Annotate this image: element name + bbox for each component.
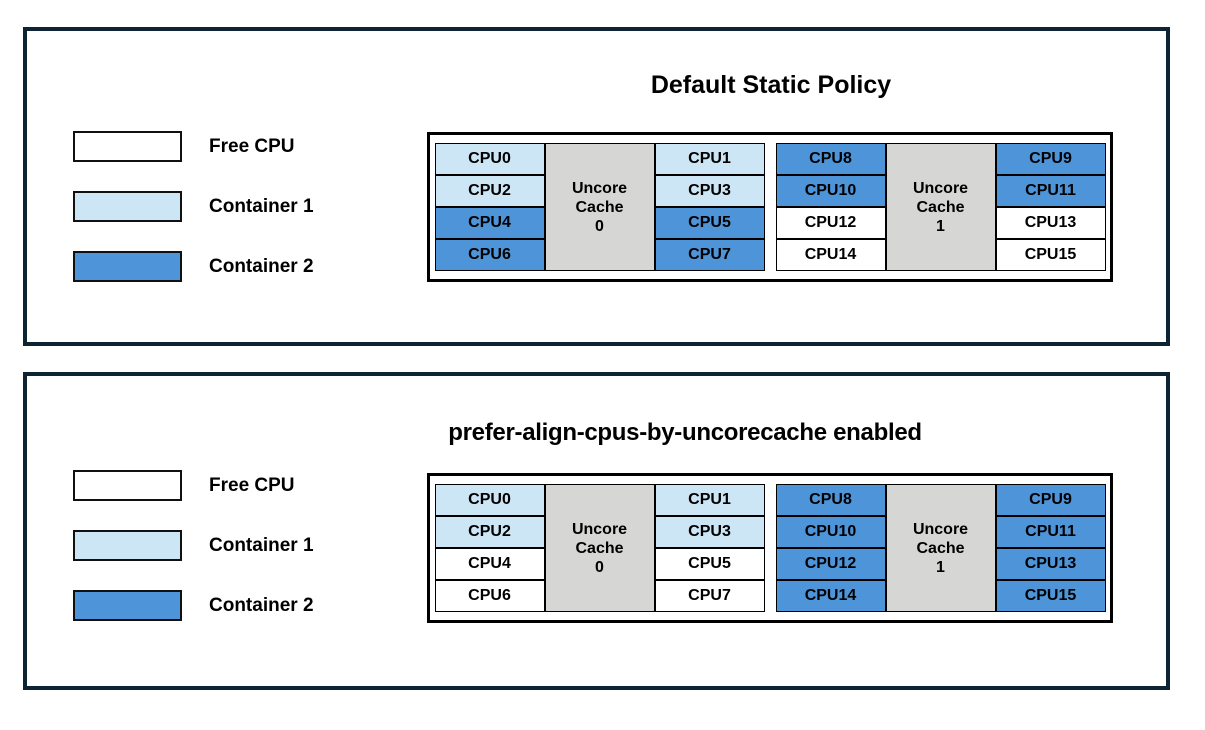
legend-label: Free CPU [209, 474, 295, 496]
legend-item-free: Free CPU [73, 470, 314, 501]
cpu-cell-cpu12: CPU12 [775, 207, 886, 239]
uncore-cache-label-line: Cache [916, 539, 965, 557]
cpu-cell-cpu4: CPU4 [434, 207, 545, 239]
legend: Free CPU Container 1 Container 2 [73, 470, 314, 621]
container2-swatch [73, 590, 182, 621]
cpu-cell-cpu14: CPU14 [775, 239, 886, 271]
uncore-cache-label-line: 0 [595, 558, 604, 576]
legend-item-container2: Container 2 [73, 590, 314, 621]
container1-swatch [73, 191, 182, 222]
legend-label: Free CPU [209, 135, 295, 157]
panel-default-static-policy: Default Static Policy Free CPU Container … [23, 27, 1170, 346]
cpu-cell-cpu6: CPU6 [434, 239, 545, 271]
legend-item-container2: Container 2 [73, 251, 314, 282]
cpu-cell-cpu0: CPU0 [434, 143, 545, 175]
cpu-cell-cpu11: CPU11 [995, 516, 1106, 548]
cpu-cell-cpu2: CPU2 [434, 175, 545, 207]
free-swatch [73, 470, 182, 501]
panel-prefer-align-cpus-by-uncorecache: prefer-align-cpus-by-uncorecache enabled… [23, 372, 1170, 690]
cpu-cell-cpu5: CPU5 [654, 207, 765, 239]
cpu-cell-cpu10: CPU10 [775, 516, 886, 548]
legend-item-container1: Container 1 [73, 191, 314, 222]
legend-item-container1: Container 1 [73, 530, 314, 561]
uncore-cache-label-line: 1 [936, 217, 945, 235]
cpu-cell-cpu1: CPU1 [654, 143, 765, 175]
cpu-cell-cpu11: CPU11 [995, 175, 1106, 207]
cpu-cell-cpu10: CPU10 [775, 175, 886, 207]
uncore-cache-label-line: Uncore [571, 179, 628, 197]
legend: Free CPU Container 1 Container 2 [73, 131, 314, 282]
cpu-cell-cpu4: CPU4 [434, 548, 545, 580]
uncore-cache-label-line: Uncore [571, 520, 628, 538]
cpu-cell-cpu12: CPU12 [775, 548, 886, 580]
cpu-cell-cpu1: CPU1 [654, 484, 765, 516]
cpu-cell-cpu14: CPU14 [775, 580, 886, 612]
uncore-cache-label-line: 0 [595, 217, 604, 235]
panel-title: Default Static Policy [650, 71, 892, 99]
cpu-cell-cpu8: CPU8 [775, 484, 886, 516]
uncore-cache-label-line: Uncore [912, 179, 969, 197]
cpu-cell-cpu3: CPU3 [654, 516, 765, 548]
legend-label: Container 2 [209, 255, 314, 277]
uncore-cache-label-line: Uncore [912, 520, 969, 538]
legend-label: Container 2 [209, 594, 314, 616]
cpu-cell-cpu15: CPU15 [995, 580, 1106, 612]
cpu-cell-cpu15: CPU15 [995, 239, 1106, 271]
cpu-cell-cpu3: CPU3 [654, 175, 765, 207]
cpu-cell-cpu7: CPU7 [654, 580, 765, 612]
legend-label: Container 1 [209, 195, 314, 217]
cpu-cell-cpu0: CPU0 [434, 484, 545, 516]
cpu-cell-cpu13: CPU13 [995, 548, 1106, 580]
uncore-cache-label-line: Cache [916, 198, 965, 216]
cpu-cell-cpu13: CPU13 [995, 207, 1106, 239]
container2-swatch [73, 251, 182, 282]
legend-item-free: Free CPU [73, 131, 314, 162]
cpu-cell-cpu2: CPU2 [434, 516, 545, 548]
cpu-cell-cpu9: CPU9 [995, 143, 1106, 175]
uncore-cache-label-line: 1 [936, 558, 945, 576]
cpu-cell-cpu6: CPU6 [434, 580, 545, 612]
uncore-cache-label-line: Cache [575, 539, 624, 557]
container1-swatch [73, 530, 182, 561]
cpu-cell-cpu5: CPU5 [654, 548, 765, 580]
cpu-cell-cpu8: CPU8 [775, 143, 886, 175]
panel-title: prefer-align-cpus-by-uncorecache enabled [448, 419, 922, 446]
legend-label: Container 1 [209, 534, 314, 556]
uncore-cache-label-line: Cache [575, 198, 624, 216]
cpu-cell-cpu9: CPU9 [995, 484, 1106, 516]
cpu-cell-cpu7: CPU7 [654, 239, 765, 271]
free-swatch [73, 131, 182, 162]
